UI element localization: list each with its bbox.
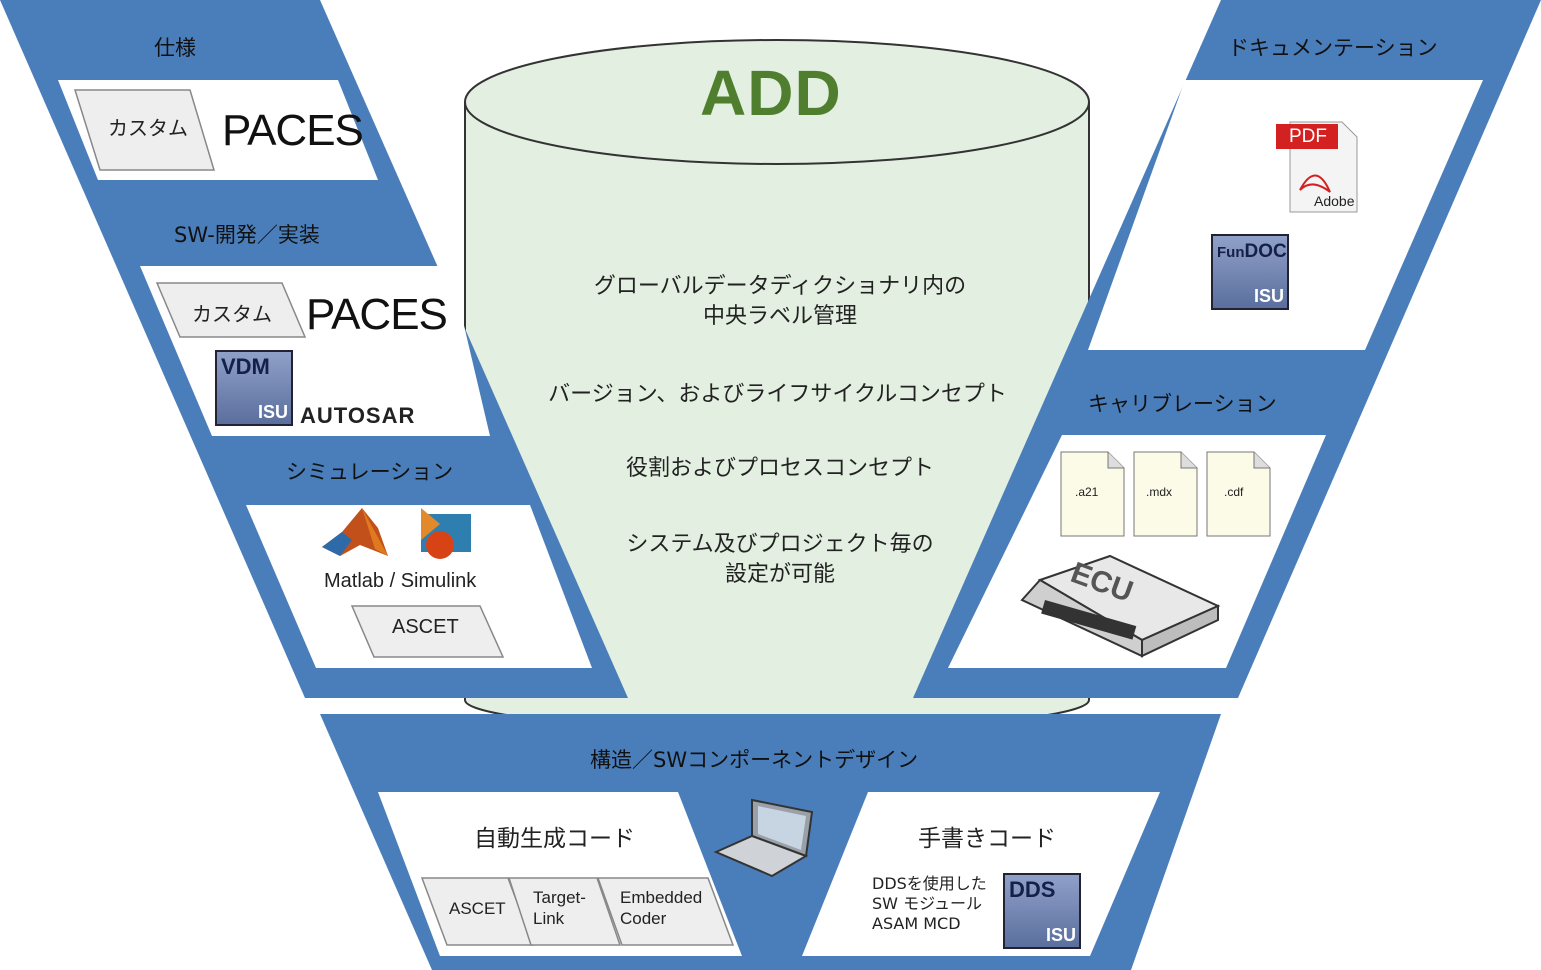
documentation-panel [1088,80,1483,350]
tool-link-label: Link [533,909,565,928]
swdev-paces-logo: PACES [306,290,448,339]
tool-embedded-shape [596,877,735,946]
add-cylinder [464,39,1090,731]
center-line-2: 中央ラベル管理 [702,304,857,329]
file-a21-icon [1060,451,1125,537]
swdev-title: SW-開発／実装 [174,223,320,247]
center-text-version: バージョン、およびライフサイクルコンセプト [548,382,1007,407]
dds-logo-text: DDS [1009,877,1056,902]
center-line-1: グローバルデータディクショナリ内の [593,274,967,299]
dds-logo: DDS ISU [1003,873,1081,949]
documentation-title: ドキュメンテーション [1228,36,1438,60]
file-a21-label: .a21 [1075,485,1099,499]
spec-custom-label: カスタム [108,116,188,140]
tool-targetlink-shape [507,877,622,946]
manual-desc-line-3: ASAM MCD [872,914,961,933]
spec-title: 仕様 [154,36,196,60]
spec-custom-shape [73,89,216,171]
matlab-simulink-label: Matlab / Simulink [324,570,477,592]
pdf-icon [1276,121,1358,213]
manual-desc-line-1: DDSを使用した [872,874,987,893]
simulink-logo-icon [421,508,471,559]
manual-code-desc: DDSを使用した SW モジュール ASAM MCD [872,874,987,934]
center-line-6: 設定が可能 [724,562,835,587]
laptop-icon [713,798,814,878]
vdm-isu-text: ISU [257,402,288,422]
file-cdf-label: .cdf [1224,485,1244,499]
swdev-custom-shape [155,282,307,338]
calibration-title: キャリブレーション [1088,392,1277,416]
center-line-5: システム及びプロジェクト毎の [626,532,934,557]
file-mdx-label: .mdx [1146,485,1173,499]
sim-ascet-label: ASCET [392,616,459,638]
fundoc-isu-text: ISU [1253,286,1284,306]
fundoc-fun-text: Fun [1217,244,1245,261]
file-mdx-icon [1133,451,1198,537]
spec-paces-logo: PACES [222,106,364,155]
center-text-dictionary: グローバルデータディクショナリ内の 中央ラベル管理 [520,272,1040,332]
center-text-roles: 役割およびプロセスコンセプト [625,456,934,481]
autosar-logo: AUTOSAR [300,403,416,428]
tool-ascet-label: ASCET [449,899,506,918]
adobe-label: Adobe [1314,193,1355,209]
fundoc-doc-text: DOC [1244,241,1287,262]
dds-isu-text: ISU [1045,925,1076,945]
tool-target-label: Target- [533,888,586,907]
center-text-config: システム及びプロジェクト毎の 設定が可能 [520,530,1040,590]
pdf-label: PDF [1289,126,1327,147]
swdev-custom-label: カスタム [192,302,272,326]
auto-code-title: 自動生成コード [474,826,635,852]
simulation-title: シミュレーション [286,460,454,484]
manual-code-title: 手書きコード [918,826,1056,852]
matlab-logo-icon [322,508,388,556]
tool-embedded-label: Embedded [620,888,703,907]
file-cdf-icon [1206,451,1271,537]
tool-coder-label: Coder [620,909,667,928]
vdm-logo: VDM ISU [215,350,293,426]
sim-ascet-shape [350,605,505,658]
add-title: ADD [700,57,842,129]
bottom-title: 構造／SWコンポーネントデザイン [590,748,919,772]
ecu-icon [1020,554,1221,658]
vdm-logo-text: VDM [221,354,270,379]
fundoc-logo: FunDOC ISU [1211,234,1289,310]
manual-desc-line-2: SW モジュール [872,894,982,913]
